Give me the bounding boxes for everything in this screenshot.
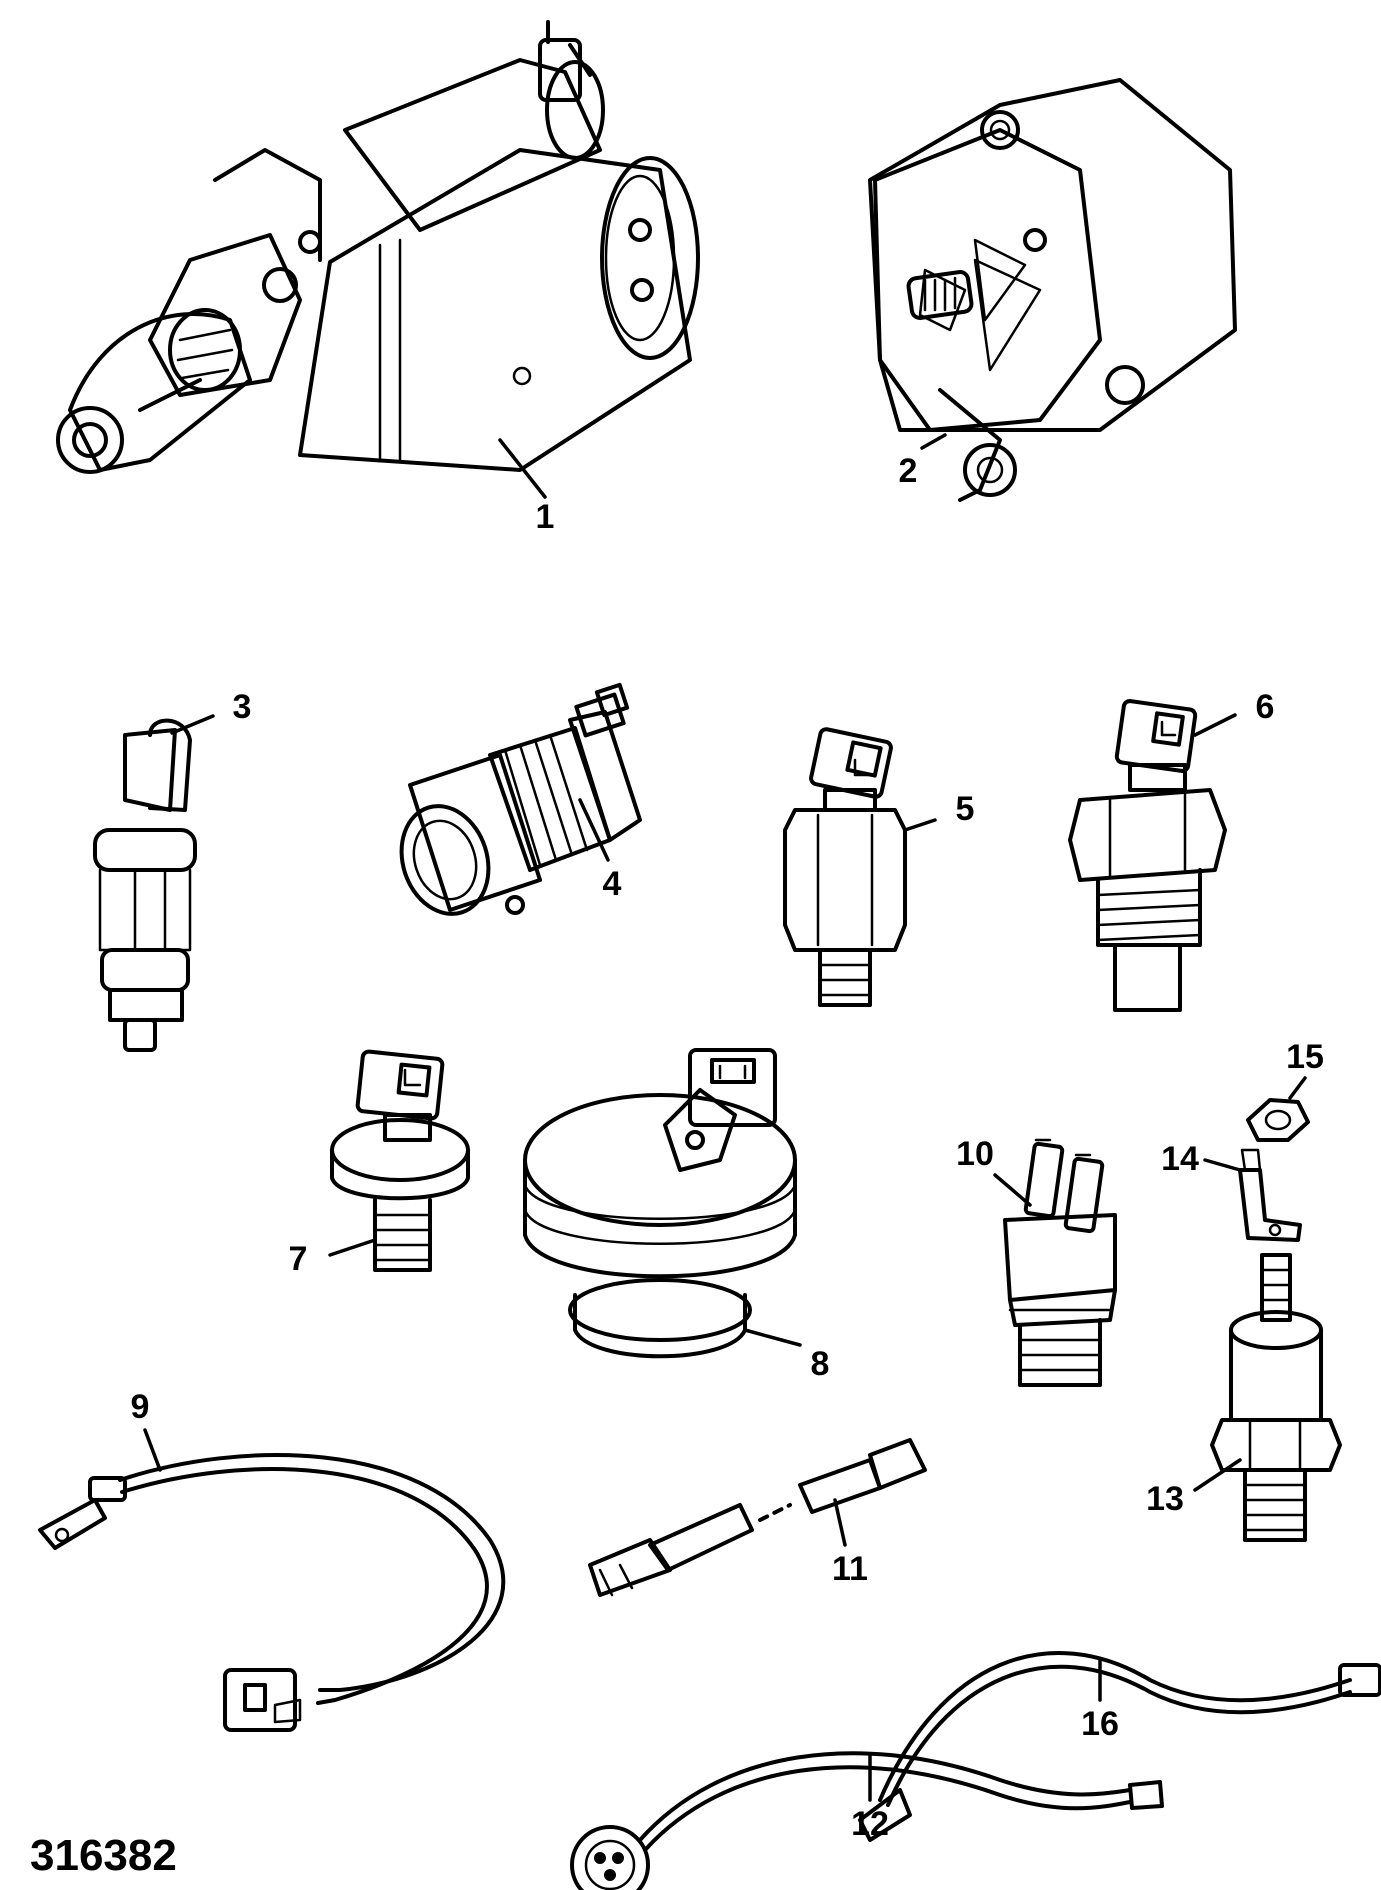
sender-8 bbox=[523, 1048, 797, 1359]
wire-lead-12 bbox=[570, 1751, 1164, 1890]
switch-10 bbox=[1003, 1138, 1117, 1387]
starter-motor bbox=[56, 20, 700, 474]
callout-12: 12 bbox=[851, 1805, 889, 1843]
terminal-14 bbox=[1238, 1148, 1302, 1242]
callout-14: 14 bbox=[1161, 1140, 1199, 1178]
callout-5: 5 bbox=[956, 790, 975, 828]
alternator bbox=[868, 78, 1237, 502]
nut-15 bbox=[1246, 1098, 1310, 1142]
callout-6: 6 bbox=[1256, 688, 1275, 726]
callout-2: 2 bbox=[899, 452, 918, 490]
callout-16: 16 bbox=[1081, 1705, 1119, 1743]
callout-1: 1 bbox=[536, 498, 555, 536]
callout-8: 8 bbox=[811, 1345, 830, 1383]
callout-9: 9 bbox=[131, 1388, 150, 1426]
figure-id: 316382 bbox=[30, 1831, 177, 1880]
callout-10: 10 bbox=[956, 1135, 994, 1173]
callout-4: 4 bbox=[603, 865, 622, 903]
sender-7 bbox=[330, 1049, 470, 1272]
callout-13: 13 bbox=[1146, 1480, 1184, 1518]
callout-3: 3 bbox=[233, 688, 252, 726]
sender-6 bbox=[1068, 699, 1227, 1012]
sender-4 bbox=[399, 682, 642, 916]
switch-13 bbox=[1210, 1253, 1342, 1542]
wire-lead-16 bbox=[858, 1651, 1381, 1842]
sender-5 bbox=[783, 727, 907, 1007]
callout-15: 15 bbox=[1286, 1038, 1324, 1076]
callout-11: 11 bbox=[832, 1550, 868, 1588]
callout-7: 7 bbox=[289, 1240, 308, 1278]
sender-3 bbox=[93, 718, 197, 1052]
wire-harness-9 bbox=[38, 1453, 506, 1732]
connector-11 bbox=[588, 1438, 927, 1597]
